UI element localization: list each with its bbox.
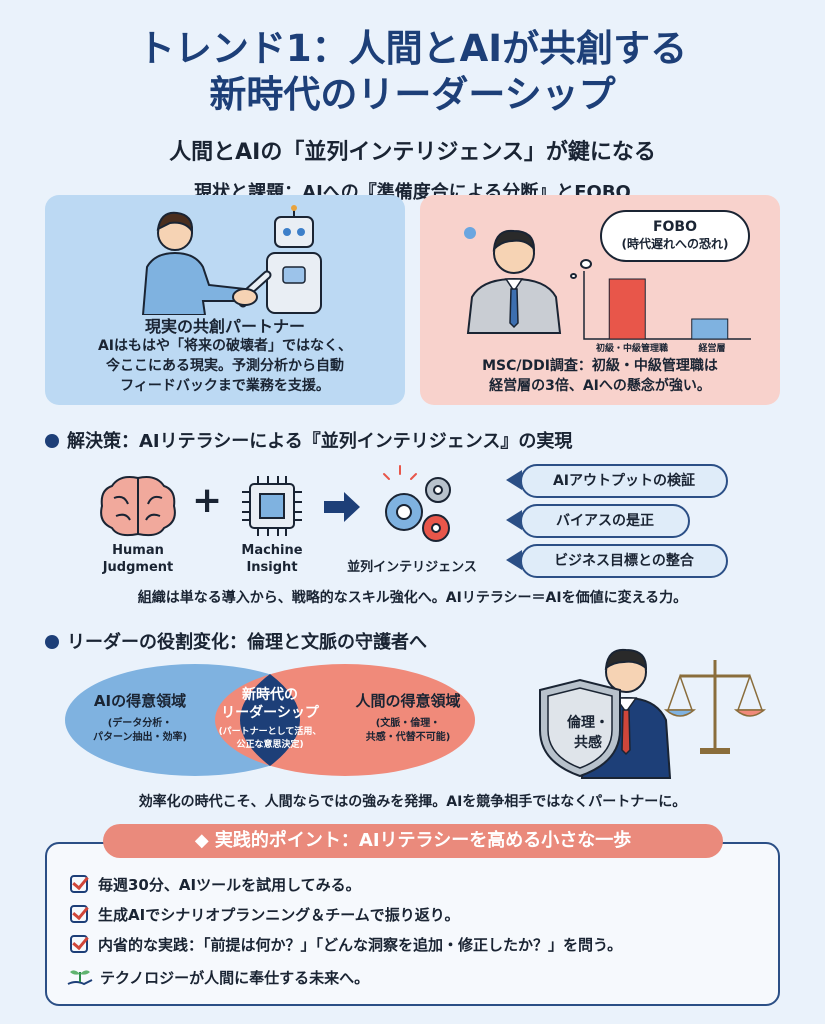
- shield-text-1: 倫理・: [567, 715, 609, 731]
- pill-bias-correction: バイアスの是正: [520, 504, 690, 538]
- bar-label-managers: 初級・中級管理職: [595, 344, 668, 354]
- practice-item-2: 生成AIでシナリオプランニング＆チームで振り返り。: [70, 904, 459, 925]
- plus-sign: +: [192, 480, 223, 521]
- leader-role-summary: 効率化の時代こそ、人間ならではの強みを発揮。AIを競争相手ではなくパートナーに。: [138, 794, 687, 810]
- fobo-bubble: FOBO (時代遅れへの恐れ): [600, 210, 750, 262]
- practice-closing-text: テクノロジーが人間に奉仕する未来へ。: [100, 969, 370, 987]
- practice-item-1: 毎週30分、AIツールを試用してみる。: [70, 874, 361, 895]
- chart-bar-1: [691, 318, 729, 340]
- practice-title: ◆ 実践的ポイント：AIリテラシーを高める小さな一歩: [103, 824, 723, 858]
- bullet-icon: [45, 434, 59, 448]
- bubble-dot-small: [570, 273, 577, 279]
- ai-area-title: AIの得意領域: [93, 692, 187, 710]
- practice-item-1-text: 毎週30分、AIツールを試用してみる。: [98, 876, 361, 894]
- cocreation-text-2: 今ここにある現実。予測分析から自動: [106, 358, 344, 374]
- practice-box: [45, 842, 780, 1006]
- solution-heading: 解決策：AIリテラシーによる『並列インテリジェンス』の実現: [45, 427, 572, 453]
- handshake-illustration: [141, 205, 322, 315]
- leader-illustration: [539, 648, 767, 779]
- practice-closing: テクノロジーが人間に奉仕する未来へ。: [66, 966, 369, 988]
- leader-role-heading-text: リーダーの役割変化：倫理と文脈の守護者へ: [67, 632, 427, 653]
- checkmark-icon: [70, 935, 88, 953]
- fobo-bar-chart: [583, 271, 751, 340]
- practice-item-3-text: 内省的な実践：「前提は何か？」「どんな洞察を追加・修正したか？」を問う。: [98, 936, 623, 954]
- human-area-title: 人間の得意領域: [355, 692, 461, 710]
- human-label-1: Human: [112, 543, 164, 558]
- chip-icon: [242, 476, 302, 536]
- page-title-line1: トレンド1：人間とAIが共創する: [137, 27, 688, 70]
- chart-bar-0: [608, 278, 646, 340]
- pill-pointer-2: [506, 510, 522, 530]
- center-sub-1: (パートナーとして活用、: [218, 727, 322, 737]
- human-area-sub2: 共感・代替不可能): [365, 732, 451, 743]
- pill-pointer-3: [506, 550, 522, 570]
- bar-label-executives: 経営層: [698, 344, 726, 354]
- brain-icon: [100, 476, 176, 537]
- pill-verify-output: AIアウトプットの検証: [520, 464, 728, 498]
- practice-item-3: 内省的な実践：「前提は何か？」「どんな洞察を追加・修正したか？」を問う。: [70, 934, 622, 955]
- bubble-dot-large: [580, 259, 592, 269]
- fobo-bubble-subtitle: (時代遅れへの恐れ): [621, 237, 729, 251]
- cocreation-label: 現実の共創パートナー: [144, 317, 305, 336]
- solution-summary: 組織は単なる導入から、戦略的なスキル強化へ。AIリテラシー＝AIを価値に変える力…: [137, 590, 688, 606]
- bullet-icon: [45, 635, 59, 649]
- pill-business-alignment: ビジネス目標との整合: [520, 544, 728, 578]
- page-title-line2: 新時代のリーダーシップ: [209, 73, 616, 116]
- seedling-hand-icon: [67, 970, 93, 986]
- machine-label-2: Insight: [246, 560, 298, 575]
- checkmark-icon: [70, 905, 88, 923]
- fobo-panel: FOBO (時代遅れへの恐れ) 初級・中級管理職 経営層 MSC/DDI調査：初…: [420, 195, 780, 405]
- shield-text-2: 共感: [574, 735, 602, 751]
- ai-area-sub1: (データ分析・: [107, 718, 173, 729]
- human-area-sub1: (文脈・倫理・: [375, 718, 441, 729]
- center-sub-2: 公正な意思決定): [236, 740, 304, 750]
- leader-role-heading: リーダーの役割変化：倫理と文脈の守護者へ: [45, 628, 427, 654]
- human-label-2: Judgment: [102, 560, 174, 575]
- practice-item-2-text: 生成AIでシナリオプランニング＆チームで振り返り。: [98, 906, 460, 924]
- solution-heading-text: 解決策：AIリテラシーによる『並列インテリジェンス』の実現: [67, 431, 573, 452]
- page-subtitle: 人間とAIの「並列インテリジェンス」が鍵になる: [169, 140, 656, 165]
- fobo-text-1: MSC/DDI調査：初級・中級管理職は: [482, 358, 718, 374]
- worried-businessman-illustration: [464, 227, 562, 334]
- cocreation-text-3: フィードバックまで業務を支援。: [120, 378, 330, 394]
- cocreation-text-1: AIはもはや「将来の破壊者」ではなく、: [97, 338, 353, 354]
- fobo-bubble-title: FOBO: [652, 219, 698, 235]
- gears-icon: [383, 465, 451, 542]
- checkmark-icon: [70, 875, 88, 893]
- machine-label-1: Machine: [241, 543, 303, 558]
- center-title-1: 新時代の: [242, 687, 298, 703]
- cocreation-panel: 現実の共創パートナー AIはもはや「将来の破壊者」ではなく、 今ここにある現実。…: [45, 195, 405, 405]
- fobo-text-2: 経営層の3倍、AIへの懸念が強い。: [489, 378, 711, 394]
- pill-pointer-1: [506, 470, 522, 490]
- center-title-2: リーダーシップ: [221, 705, 319, 721]
- venn-diagram: [65, 664, 475, 776]
- ai-area-sub2: パターン抽出・効率): [92, 732, 188, 743]
- arrow-right-icon: [324, 492, 360, 522]
- parallel-intelligence-label: 並列インテリジェンス: [347, 560, 477, 575]
